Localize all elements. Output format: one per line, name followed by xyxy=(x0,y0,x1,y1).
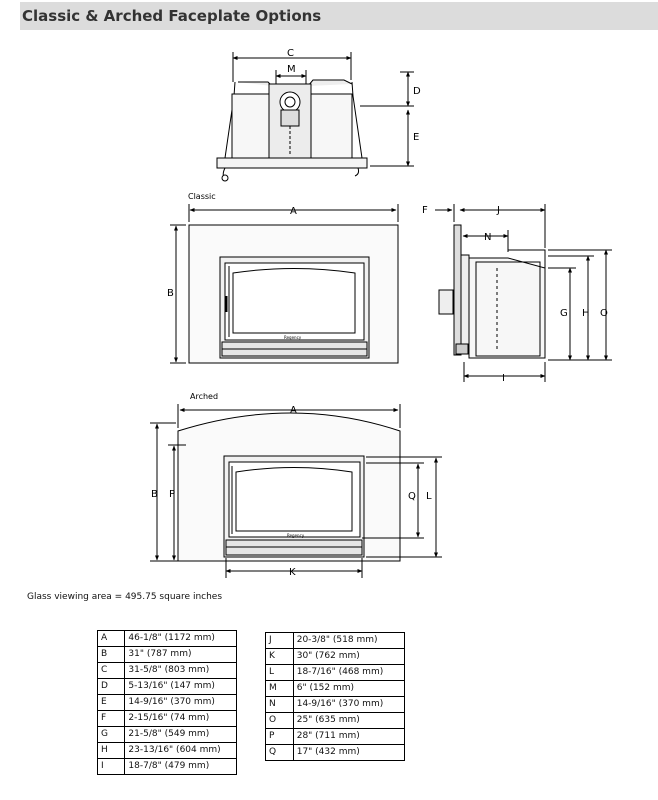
dimension-value: 28" (711 mm) xyxy=(292,728,406,745)
dimension-key: L xyxy=(265,664,294,681)
dimension-key: Q xyxy=(265,744,294,761)
dimension-value: 6" (152 mm) xyxy=(292,680,406,697)
dim-label-d: D xyxy=(413,86,421,97)
dimension-key: I xyxy=(96,758,126,775)
dimension-key: F xyxy=(96,710,126,727)
dim-label-f: F xyxy=(422,205,428,216)
dim-label-c: C xyxy=(287,48,294,59)
arched-front-view xyxy=(150,404,442,578)
dim-label-e: E xyxy=(413,132,419,143)
arched-plate-mark: Regency xyxy=(287,533,305,538)
dimension-key: K xyxy=(265,648,294,665)
glass-viewing-area-note: Glass viewing area = 495.75 square inche… xyxy=(27,592,223,602)
dimension-value: 14-9/16" (370 mm) xyxy=(124,694,237,711)
classic-front-view xyxy=(170,204,399,364)
classic-view-label: Classic xyxy=(188,192,216,201)
dim-label-classic-a: A xyxy=(290,206,297,217)
dimension-value: 20-3/8" (518 mm) xyxy=(292,632,406,649)
dim-label-n: N xyxy=(484,232,491,243)
dim-label-g: G xyxy=(560,308,568,319)
section-header: Classic & Arched Faceplate Options xyxy=(20,2,658,30)
dimension-value: 31" (787 mm) xyxy=(124,646,237,663)
dimension-key: O xyxy=(265,712,294,729)
dim-label-i: I xyxy=(502,373,505,384)
dim-label-arched-l: L xyxy=(426,491,432,502)
dimension-value: 17" (432 mm) xyxy=(292,744,406,761)
dim-label-m: M xyxy=(287,64,296,75)
arched-view-label: Arched xyxy=(190,392,218,401)
dimension-value: 2-15/16" (74 mm) xyxy=(124,710,237,727)
dimension-key: A xyxy=(96,630,126,647)
dimension-key: E xyxy=(96,694,126,711)
dimension-key: D xyxy=(96,678,126,695)
dimension-key: B xyxy=(96,646,126,663)
dimension-value: 31-5/8" (803 mm) xyxy=(124,662,237,679)
dimension-key: G xyxy=(96,726,126,743)
dimension-value: 18-7/8" (479 mm) xyxy=(124,758,237,775)
dimension-value: 21-5/8" (549 mm) xyxy=(124,726,237,743)
dim-label-classic-b: B xyxy=(167,288,174,299)
dim-label-o: O xyxy=(600,308,608,319)
dim-label-arched-p: P xyxy=(169,489,175,500)
dim-label-h: H xyxy=(582,308,590,319)
dim-label-arched-b: B xyxy=(151,489,158,500)
classic-plate-mark: Regency xyxy=(284,335,302,340)
dim-label-arched-k: K xyxy=(289,567,296,578)
top-view xyxy=(216,52,414,182)
dimension-key: C xyxy=(96,662,126,679)
dimension-key: J xyxy=(265,632,294,649)
dimension-key: N xyxy=(265,696,294,713)
dimension-value: 5-13/16" (147 mm) xyxy=(124,678,237,695)
dimension-value: 25" (635 mm) xyxy=(292,712,406,729)
dimension-value: 23-13/16" (604 mm) xyxy=(124,742,237,759)
dimension-value: 14-9/16" (370 mm) xyxy=(292,696,406,713)
dim-label-arched-q: Q xyxy=(408,491,416,502)
dim-label-j: J xyxy=(496,205,500,216)
dim-label-arched-a: A xyxy=(290,405,297,416)
dimension-value: 18-7/16" (468 mm) xyxy=(292,664,406,681)
side-view xyxy=(435,204,612,382)
dimension-key: H xyxy=(96,742,126,759)
dimension-value: 46-1/8" (1172 mm) xyxy=(124,630,237,647)
dimension-value: 30" (762 mm) xyxy=(292,648,406,665)
dimension-key: M xyxy=(265,680,294,697)
dimension-key: P xyxy=(265,728,294,745)
section-title: Classic & Arched Faceplate Options xyxy=(22,7,322,25)
